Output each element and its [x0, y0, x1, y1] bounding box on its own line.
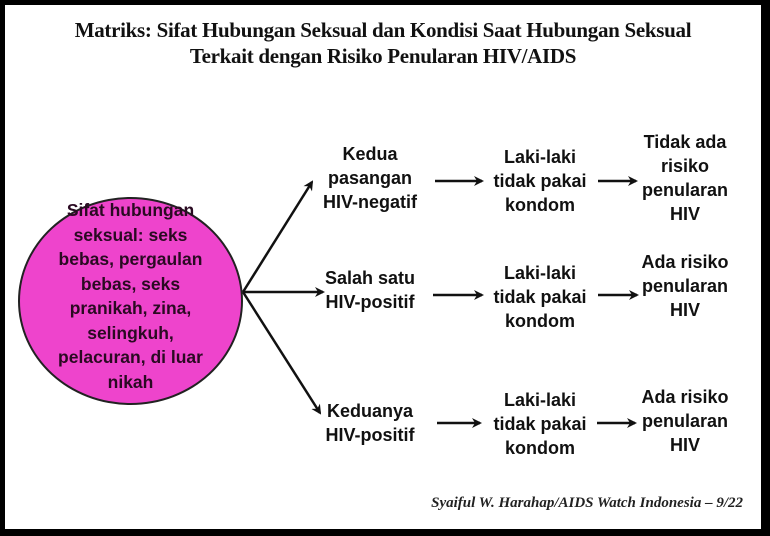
diagram-title: Matriks: Sifat Hubungan Seksual dan Kond…	[5, 17, 761, 69]
branch-arrow-up	[241, 180, 314, 293]
behavior-node-2: Laki-laki tidak pakai kondom	[493, 263, 587, 331]
outcome-node-2: Ada risiko penularan HIV	[641, 252, 729, 320]
behavior-node-3: Laki-laki tidak pakai kondom	[493, 390, 587, 458]
outcome-node-1: Tidak ada risiko penularan HIV	[641, 132, 729, 224]
source-circle	[18, 197, 243, 405]
arrows-layer	[241, 176, 639, 428]
credit-line: Syaiful W. Harahap/AIDS Watch Indonesia …	[431, 495, 743, 511]
condition-node-3: Keduanya HIV-positif	[325, 401, 415, 445]
title-line-2: Terkait dengan Risiko Penularan HIV/AIDS	[189, 44, 577, 68]
slide-canvas: Matriks: Sifat Hubungan Seksual dan Kond…	[5, 5, 761, 529]
title-line-1: Matriks: Sifat Hubungan Seksual dan Kond…	[74, 18, 692, 42]
condition-node-1: Kedua pasangan HIV-negatif	[322, 144, 417, 212]
branch-arrow-down	[241, 291, 322, 415]
behavior-node-1: Laki-laki tidak pakai kondom	[493, 147, 587, 215]
outcome-node-3: Ada risiko penularan HIV	[641, 387, 729, 455]
source-circle-text: Sifat hubungan seksual: seks bebas, perg…	[58, 200, 203, 392]
condition-node-2: Salah satu HIV-positif	[324, 268, 416, 312]
